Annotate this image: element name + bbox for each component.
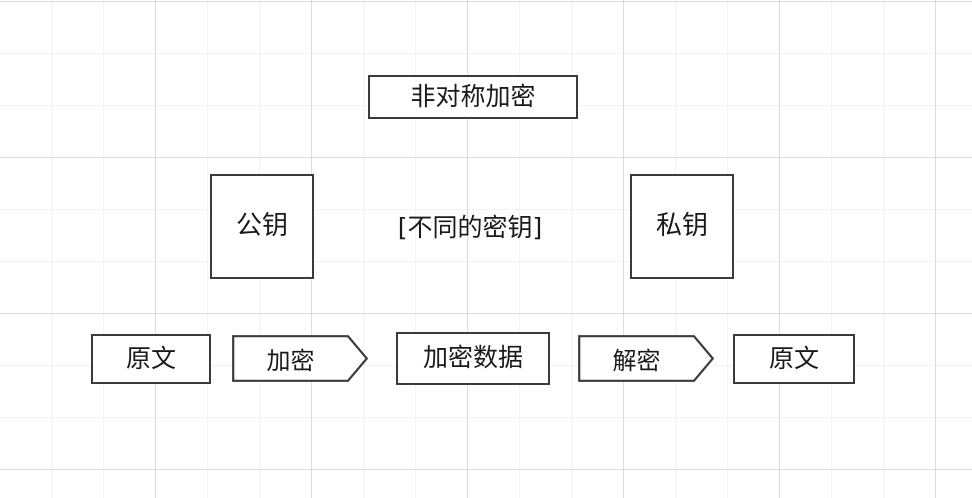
decrypt-label: 解密 [612,347,661,375]
diagram-title-box[interactable]: 非对称加密 [368,75,578,119]
decrypt-arrow-shape[interactable]: 解密 [578,335,714,382]
encrypt-label: 加密 [266,347,315,375]
encrypt-arrow-icon [232,335,368,382]
plaintext-output-box[interactable]: 原文 [733,334,855,384]
decrypt-arrow-icon [578,335,714,382]
private-key-label: 私钥 [655,210,708,241]
public-key-label: 公钥 [235,210,288,241]
encrypt-arrow-shape[interactable]: 加密 [232,335,368,382]
plaintext-input-label: 原文 [125,343,176,373]
ciphertext-label: 加密数据 [422,343,523,373]
public-key-box[interactable]: 公钥 [210,174,314,279]
different-keys-note-label: [不同的密钥] [397,213,543,242]
ciphertext-box[interactable]: 加密数据 [396,332,550,385]
diagram-title-label: 非对称加密 [410,81,536,111]
private-key-box[interactable]: 私钥 [630,174,734,279]
plaintext-output-label: 原文 [768,343,819,373]
different-keys-note: [不同的密钥] [372,202,568,250]
plaintext-input-box[interactable]: 原文 [91,334,211,384]
